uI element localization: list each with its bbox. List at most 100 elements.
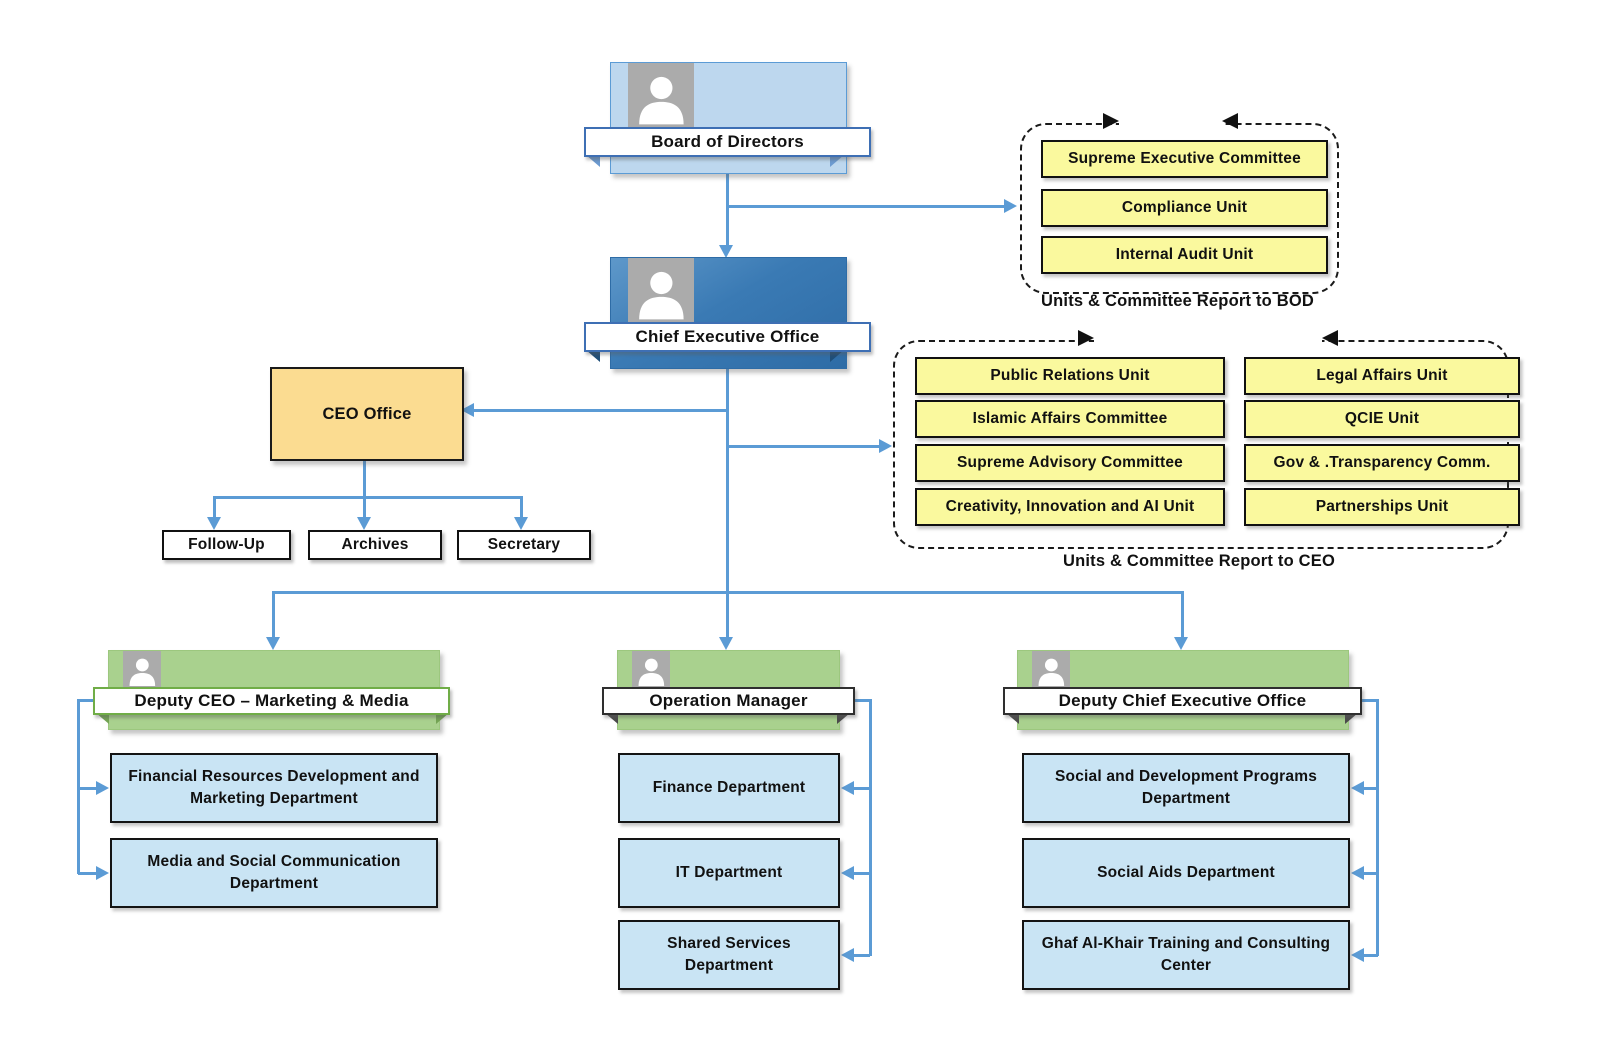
rail-left-stub2	[78, 872, 97, 875]
banner-fold	[96, 713, 109, 724]
drop-archives	[363, 498, 366, 518]
department-label: Shared Services Department	[667, 935, 791, 974]
arrowhead-into-ceo	[719, 245, 733, 258]
rail-left-arrow2	[96, 866, 109, 880]
department-box: Social Aids Department	[1022, 838, 1350, 908]
report-direction-arrow-left	[1322, 330, 1338, 346]
ceo-units-group: Public Relations Unit Islamic Affairs Co…	[893, 340, 1520, 549]
arrowhead-left-branch	[266, 637, 280, 650]
department-label: Finance Department	[652, 779, 806, 796]
rail-right-stub3	[1364, 954, 1378, 957]
bod-units-group: Supreme Executive Committee Compliance U…	[1020, 123, 1339, 294]
rail-left-top	[78, 699, 95, 702]
unit-box: Islamic Affairs Committee	[915, 400, 1225, 438]
arrowhead-into-ceo-group	[879, 439, 892, 453]
connector-office-bus	[213, 496, 522, 499]
unit-box: Creativity, Innovation and AI Unit	[915, 488, 1225, 526]
rail-mid-top	[855, 699, 871, 702]
chief-executive-office-banner: Chief Executive Office	[584, 322, 871, 352]
arrowhead-secretary	[514, 517, 528, 530]
arrowhead-into-bod-group	[1004, 199, 1017, 213]
department-label: IT Department	[675, 864, 783, 881]
report-direction-arrow-right	[1103, 113, 1119, 129]
operation-manager-label: Operation Manager	[649, 691, 808, 710]
dashed-gap-mask	[1094, 334, 1322, 346]
rail-mid-arrow1	[841, 781, 854, 795]
archives-label: Archives	[341, 536, 409, 553]
person-icon	[628, 63, 694, 129]
bod-group-caption: Units & Committee Report to BOD	[1020, 292, 1335, 311]
banner-fold	[605, 713, 618, 724]
rail-right-top	[1362, 699, 1378, 702]
unit-box: Gov & .Transparency Comm.	[1244, 444, 1520, 482]
rail-right	[1376, 699, 1379, 956]
connector-bod-ceo	[726, 172, 729, 245]
unit-box: Supreme Executive Committee	[1041, 140, 1328, 178]
connector-office-stem	[363, 457, 366, 498]
rail-right-arrow3	[1351, 948, 1364, 962]
rail-right-stub2	[1364, 872, 1378, 875]
rail-mid-stub2	[854, 872, 870, 875]
banner-fold	[1345, 713, 1358, 724]
department-label: Media and Social Communication Departmen…	[147, 853, 401, 892]
deputy-ceo-marketing-label: Deputy CEO – Marketing & Media	[134, 691, 409, 710]
department-label: Financial Resources Development and Mark…	[128, 768, 420, 807]
unit-box: Public Relations Unit	[915, 357, 1225, 395]
board-of-directors-banner: Board of Directors	[584, 127, 871, 157]
chief-executive-office-card	[610, 257, 847, 369]
rail-right-stub1	[1364, 787, 1378, 790]
unit-box: Supreme Advisory Committee	[915, 444, 1225, 482]
rail-mid-arrow2	[841, 866, 854, 880]
arrowhead-archives	[357, 517, 371, 530]
drop-follow-up	[213, 496, 216, 518]
unit-label: Public Relations Unit	[990, 367, 1150, 384]
ceo-group-caption-text: Units & Committee Report to CEO	[1062, 552, 1336, 570]
unit-label: Compliance Unit	[1121, 199, 1248, 216]
unit-label: Supreme Executive Committee	[1068, 150, 1301, 167]
unit-label: Supreme Advisory Committee	[957, 454, 1183, 471]
banner-fold	[586, 350, 600, 362]
rail-mid	[869, 699, 872, 956]
connector-ceo-spine	[726, 367, 729, 593]
banner-fold	[830, 155, 844, 167]
person-icon	[632, 651, 670, 688]
department-box: IT Department	[618, 838, 840, 908]
unit-label: Internal Audit Unit	[1115, 246, 1254, 263]
unit-box: Compliance Unit	[1041, 189, 1328, 227]
department-label: Social and Development Programs Departme…	[1054, 768, 1318, 807]
connector-to-ceo-office	[474, 409, 727, 412]
department-box: Ghaf Al-Khair Training and Consulting Ce…	[1022, 920, 1350, 990]
arrowhead-middle-branch	[719, 637, 733, 650]
arrowhead-into-ceo-office	[461, 403, 474, 417]
deputy-chief-executive-label: Deputy Chief Executive Office	[1058, 691, 1307, 710]
unit-label: QCIE Unit	[1344, 410, 1420, 427]
drop-right-branch	[1181, 591, 1184, 637]
ceo-office-label: CEO Office	[322, 404, 412, 423]
rail-left-stub1	[78, 787, 97, 790]
ceo-office-box: CEO Office	[270, 367, 464, 461]
ceo-group-caption: Units & Committee Report to CEO	[893, 552, 1505, 571]
banner-fold	[1006, 713, 1019, 724]
follow-up-label: Follow-Up	[188, 536, 265, 553]
follow-up-box: Follow-Up	[162, 530, 291, 560]
unit-box: QCIE Unit	[1244, 400, 1520, 438]
operation-manager-banner: Operation Manager	[602, 687, 855, 715]
deputy-chief-executive-banner: Deputy Chief Executive Office	[1003, 687, 1362, 715]
drop-left-branch	[272, 591, 275, 637]
board-of-directors-card	[610, 62, 847, 174]
bod-group-caption-text: Units & Committee Report to BOD	[1041, 292, 1314, 310]
report-direction-arrow-left	[1222, 113, 1238, 129]
banner-fold	[830, 350, 844, 362]
department-box: Financial Resources Development and Mark…	[110, 753, 438, 823]
rail-mid-arrow3	[841, 948, 854, 962]
arrowhead-follow-up	[207, 517, 221, 530]
department-box: Media and Social Communication Departmen…	[110, 838, 438, 908]
report-direction-arrow-right	[1078, 330, 1094, 346]
department-box: Finance Department	[618, 753, 840, 823]
archives-box: Archives	[308, 530, 442, 560]
unit-label: Legal Affairs Unit	[1316, 367, 1448, 384]
secretary-box: Secretary	[457, 530, 591, 560]
department-box: Social and Development Programs Departme…	[1022, 753, 1350, 823]
unit-label: Creativity, Innovation and AI Unit	[945, 498, 1195, 515]
